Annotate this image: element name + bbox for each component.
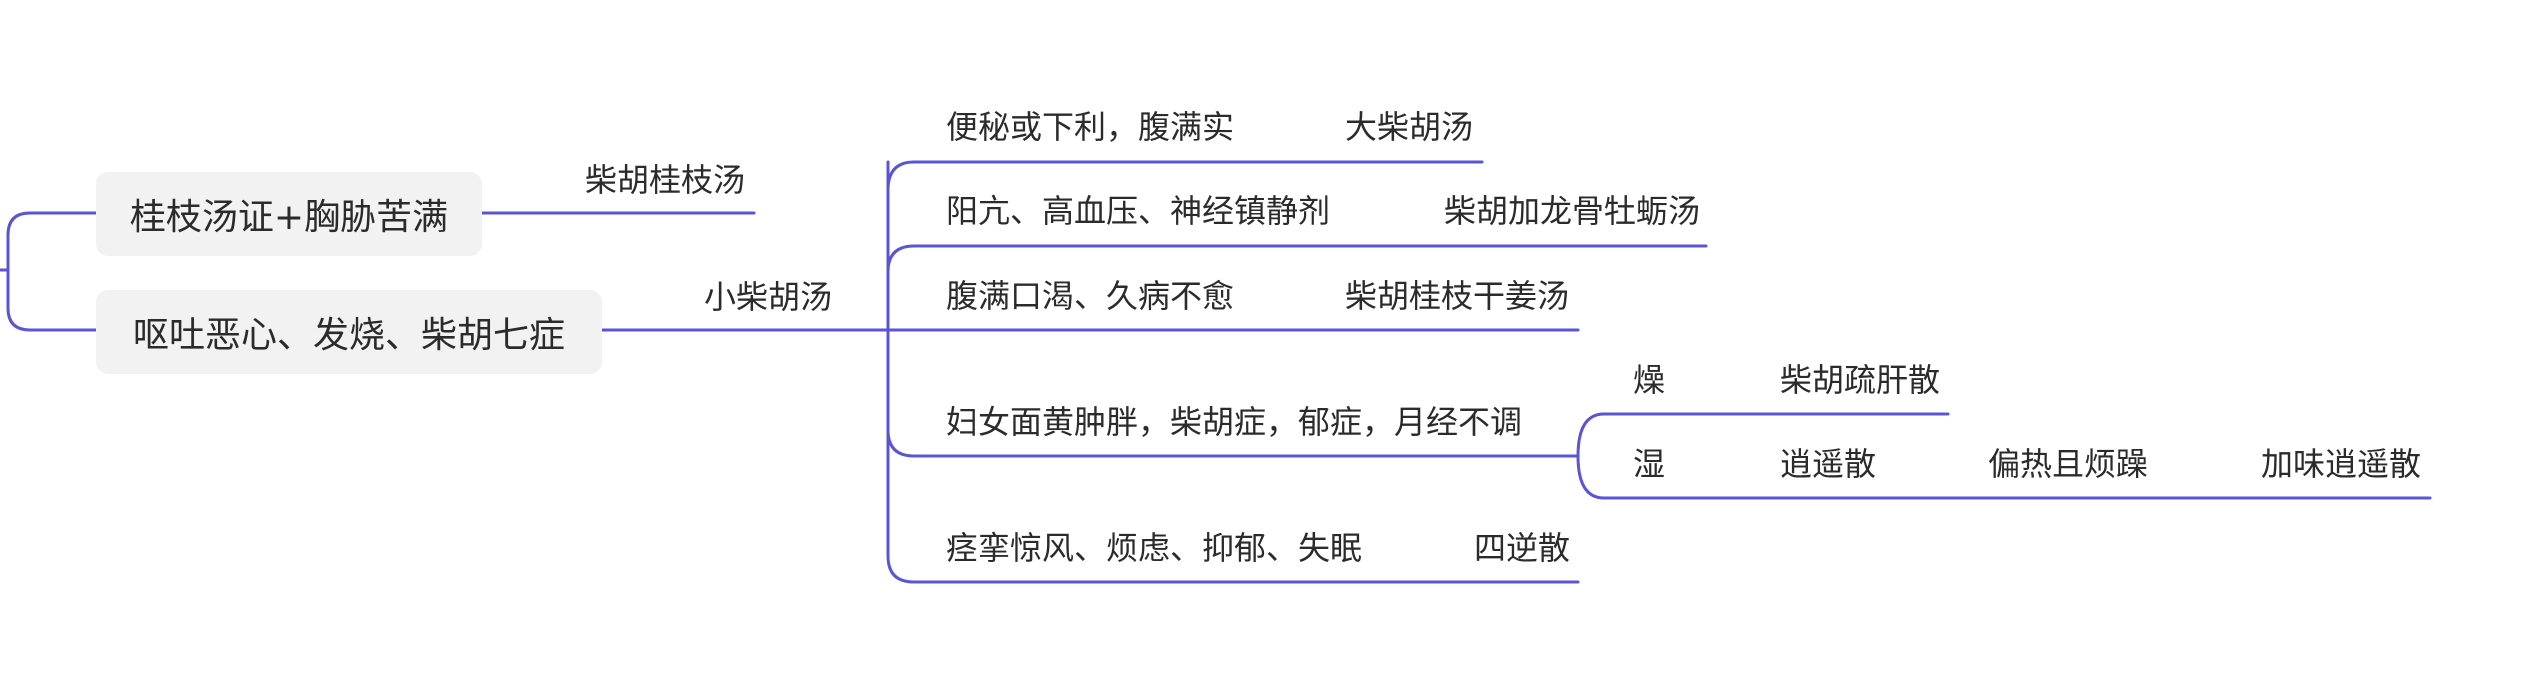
connector-trunk: [886, 160, 1484, 192]
node-ou-tu-fa-shao[interactable]: 呕吐恶心、发烧、柴胡七症: [96, 290, 602, 374]
node-chaihu-longgu-muli-tang[interactable]: 柴胡加龙骨牡蛎汤: [1444, 192, 1701, 230]
node-chaihu-guizhi-ganjiang-tang[interactable]: 柴胡桂枝干姜汤: [1345, 277, 1570, 315]
node-xiaoyao-san[interactable]: 逍遥散: [1780, 445, 1877, 483]
node-bianmi-xiali[interactable]: 便秘或下利，腹满实: [946, 108, 1235, 146]
node-da-chaihu-tang[interactable]: 大柴胡汤: [1345, 108, 1474, 146]
node-fuman-kouke[interactable]: 腹满口渴、久病不愈: [946, 277, 1235, 315]
node-guizhi-tang-xiong-xie[interactable]: 桂枝汤证+胸胁苦满: [96, 172, 482, 256]
node-shi[interactable]: 湿: [1633, 445, 1666, 483]
connector-zao-shi-branch: [1576, 412, 1950, 458]
connector-shi-branch: [1576, 454, 2432, 500]
node-pianre-fanzao[interactable]: 偏热且烦躁: [1988, 445, 2149, 483]
node-ou-tu-fa-shao-label: 呕吐恶心、发烧、柴胡七症: [132, 315, 565, 356]
node-sini-san[interactable]: 四逆散: [1474, 529, 1571, 567]
node-chaihu-shugan-san[interactable]: 柴胡疏肝散: [1780, 361, 1941, 399]
connector-funv: [886, 428, 1580, 458]
node-zao[interactable]: 燥: [1633, 361, 1666, 399]
connector-root-to-guizhi: [6, 211, 98, 332]
node-funv-mianhuang[interactable]: 妇女面黄肿胖，柴胡症，郁症，月经不调: [946, 403, 1523, 441]
node-jingluan-jingfeng[interactable]: 痉挛惊风、烦虑、抑郁、失眠: [946, 529, 1363, 567]
node-chaihu-guizhi-tang[interactable]: 柴胡桂枝汤: [585, 161, 746, 199]
node-xiao-chaihu-tang[interactable]: 小柴胡汤: [704, 278, 833, 316]
node-yang-kang[interactable]: 阳亢、高血压、神经镇静剂: [946, 192, 1331, 230]
connector-trunk-vertical: [886, 160, 1580, 584]
node-jiawei-xiaoyao-san[interactable]: 加味逍遥散: [2261, 445, 2422, 483]
connector-longgu-muli: [886, 244, 1708, 274]
node-guizhi-tang-xiong-xie-label: 桂枝汤证+胸胁苦满: [129, 197, 449, 238]
